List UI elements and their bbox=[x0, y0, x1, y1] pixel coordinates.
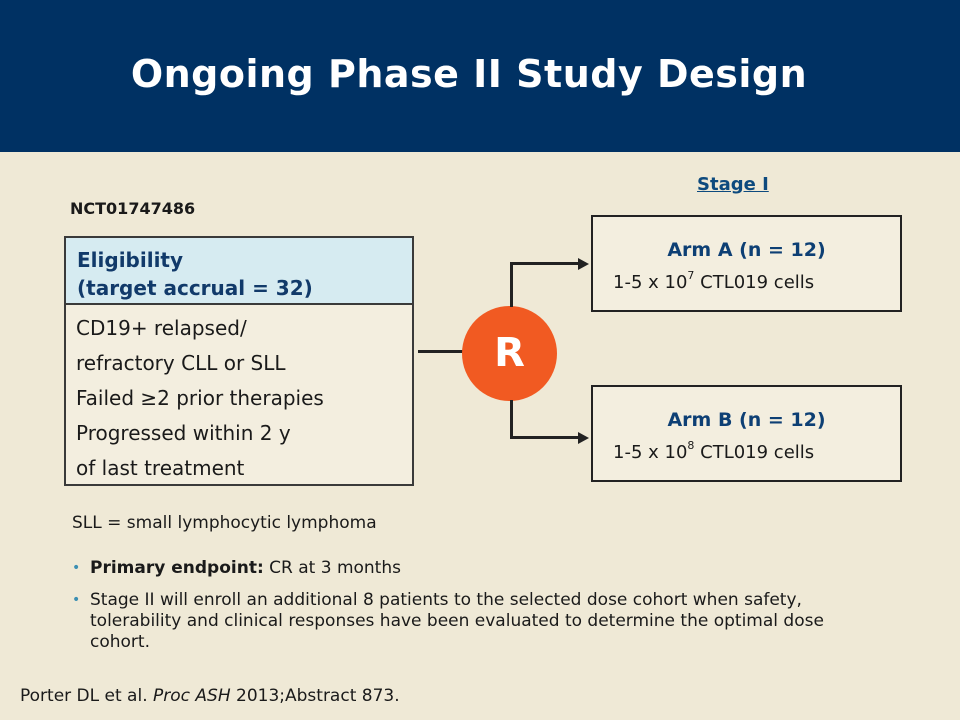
dose-prefix: 1-5 x 10 bbox=[613, 272, 688, 293]
criterion-line: Progressed within 2 y bbox=[76, 421, 291, 445]
criterion-line: of last treatment bbox=[76, 456, 245, 480]
eligibility-box: Eligibility (target accrual = 32) CD19+ … bbox=[64, 236, 414, 486]
stage-label: Stage I bbox=[697, 174, 769, 195]
reference-details: 2013;Abstract 873. bbox=[230, 686, 400, 706]
arrowhead-icon bbox=[578, 431, 589, 444]
arm-a-box: Arm A (n = 12) 1-5 x 107 CTL019 cells bbox=[591, 215, 902, 312]
title-banner: Ongoing Phase II Study Design bbox=[0, 0, 960, 152]
eligibility-criteria: CD19+ relapsed/ refractory CLL or SLL Fa… bbox=[66, 305, 412, 486]
bullet-item: • Primary endpoint: CR at 3 months bbox=[72, 558, 872, 579]
abbreviation-note: SLL = small lymphocytic lymphoma bbox=[72, 513, 377, 533]
dose-exponent: 7 bbox=[687, 269, 695, 282]
bullet-bold: Primary endpoint: bbox=[90, 558, 264, 578]
bullet-dot-icon: • bbox=[72, 560, 81, 576]
reference-journal: Proc ASH bbox=[153, 686, 231, 706]
arm-b-dose: 1-5 x 108 CTL019 cells bbox=[613, 439, 815, 463]
arrowhead-icon bbox=[578, 257, 589, 270]
bullet-text: Stage II will enroll an additional 8 pat… bbox=[90, 590, 824, 652]
randomization-circle: R bbox=[462, 306, 557, 401]
connector-line bbox=[418, 350, 464, 353]
eligibility-heading: Eligibility (target accrual = 32) bbox=[66, 238, 412, 305]
arm-a-dose: 1-5 x 107 CTL019 cells bbox=[613, 269, 815, 293]
connector-down bbox=[510, 400, 513, 439]
trial-id: NCT01747486 bbox=[70, 199, 196, 218]
dose-suffix: CTL019 cells bbox=[694, 442, 815, 463]
connector-up bbox=[510, 262, 513, 307]
criterion-line: refractory CLL or SLL bbox=[76, 351, 286, 375]
criterion-line: CD19+ relapsed/ bbox=[76, 316, 247, 340]
arm-a-title: Arm A (n = 12) bbox=[667, 239, 826, 261]
arm-b-box: Arm B (n = 12) 1-5 x 108 CTL019 cells bbox=[591, 385, 902, 482]
bullet-item: • Stage II will enroll an additional 8 pa… bbox=[72, 590, 872, 653]
reference-authors: Porter DL et al. bbox=[20, 686, 153, 706]
reference: Porter DL et al. Proc ASH 2013;Abstract … bbox=[20, 686, 400, 706]
eligibility-heading-line2: (target accrual = 32) bbox=[77, 276, 313, 300]
eligibility-heading-line1: Eligibility bbox=[77, 248, 184, 272]
bullet-list: • Primary endpoint: CR at 3 months • Stage… bbox=[72, 558, 872, 664]
slide-title: Ongoing Phase II Study Design bbox=[130, 52, 808, 96]
criterion-line: Failed ≥2 prior therapies bbox=[76, 386, 324, 410]
bullet-dot-icon: • bbox=[72, 592, 81, 608]
bullet-text: CR at 3 months bbox=[263, 558, 401, 578]
dose-suffix: CTL019 cells bbox=[694, 272, 815, 293]
arrow-to-arm-a bbox=[510, 262, 580, 265]
arm-b-title: Arm B (n = 12) bbox=[667, 409, 826, 431]
arrow-to-arm-b bbox=[510, 436, 580, 439]
dose-exponent: 8 bbox=[687, 439, 695, 452]
dose-prefix: 1-5 x 10 bbox=[613, 442, 688, 463]
